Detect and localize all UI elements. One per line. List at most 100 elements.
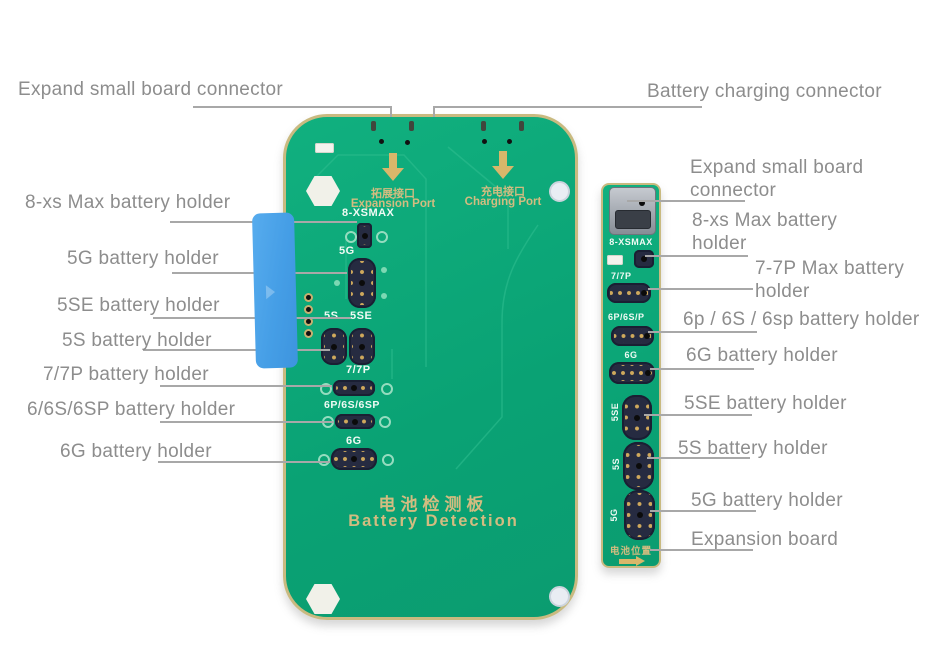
screw-hole-bottom-right xyxy=(549,586,570,607)
screw-hole-top-right xyxy=(549,181,570,202)
small-8xsmax-connector xyxy=(634,250,654,268)
smd-component xyxy=(315,143,334,153)
leader-line-5se-left xyxy=(153,317,351,319)
charging-port-label-en: Charging Port xyxy=(464,196,542,208)
main-6p6s6sp-label: 6P/6S/6SP xyxy=(324,399,380,411)
callout-77p-max-battery-holder-right: 7-7P Max battery holder xyxy=(755,258,905,302)
callout-6p6s6sp-battery-holder-right: 6p / 6S / 6sp battery holder xyxy=(683,309,920,330)
down-arrow-icon xyxy=(492,151,514,179)
edge-pad xyxy=(306,331,311,336)
callout-expand-small-board-connector-right: Expand small board connector xyxy=(690,157,864,201)
pin-dot xyxy=(405,140,410,145)
pin-dot xyxy=(379,139,384,144)
leader-line-usb-right xyxy=(627,200,745,202)
pad-ring xyxy=(320,383,332,395)
leader-line-top-left xyxy=(193,106,392,117)
usb-connector xyxy=(609,187,656,235)
main-5g-label: 5G xyxy=(339,245,355,257)
expansion-board-small: 8-XSMAX 7/7P 6P/6S/P 6G 5SE 5S 5G 电池位置 xyxy=(601,183,661,568)
main-5s-label: 5S xyxy=(324,310,339,322)
via xyxy=(381,293,387,299)
small-5s-connector xyxy=(623,442,654,490)
main-6g-connector xyxy=(331,448,377,470)
small-6p6sp-connector xyxy=(611,326,654,346)
leader-line-expansion-right xyxy=(650,549,753,551)
edge-slot xyxy=(519,121,524,131)
main-77p-label: 7/7P xyxy=(346,364,371,376)
via xyxy=(381,267,387,273)
small-5se-connector xyxy=(622,395,652,440)
callout-expansion-board-right: Expansion board xyxy=(691,529,839,550)
leader-line-5s-right xyxy=(647,457,750,459)
small-77p-connector xyxy=(607,283,651,303)
callout-5se-battery-holder-left: 5SE battery holder xyxy=(57,295,220,316)
board-title-cn: 电池检测板 xyxy=(378,495,489,514)
leader-line-8xs-right xyxy=(645,255,748,257)
callout-5se-battery-holder-right: 5SE battery holder xyxy=(684,393,847,414)
main-6g-label: 6G xyxy=(346,435,362,447)
main-5se-label: 5SE xyxy=(350,310,373,322)
leader-line-5s-left xyxy=(143,349,330,351)
small-77p-label: 7/7P xyxy=(611,271,632,281)
callout-expand-small-board-connector-top: Expand small board connector xyxy=(18,79,284,100)
main-8xsmax-label: 8-XSMAX xyxy=(342,207,395,219)
main-77p-connector xyxy=(333,380,375,396)
callout-battery-charging-connector: Battery charging connector xyxy=(647,81,882,102)
blue-card xyxy=(251,212,299,369)
small-5g-connector xyxy=(624,490,655,540)
callout-5s-battery-holder-left: 5S battery holder xyxy=(62,330,212,351)
small-8xsmax-label: 8-XSMAX xyxy=(609,237,653,247)
main-board: 拓展接口 Expansion Port 充电接口 Charging Port 8… xyxy=(283,114,578,620)
edge-pad xyxy=(306,319,311,324)
smd-component xyxy=(607,255,623,265)
callout-8xs-max-battery-holder-left: 8-xs Max battery holder xyxy=(25,192,231,213)
leader-line-6p-right xyxy=(648,331,757,333)
leader-line-6g-left xyxy=(158,461,330,463)
small-board-bottom-label-cn: 电池位置 xyxy=(609,546,652,557)
small-5g-label: 5G xyxy=(609,508,619,522)
small-6g-connector xyxy=(609,362,655,384)
leader-line-77p-right xyxy=(648,288,753,290)
main-6p6s6sp-connector xyxy=(335,414,375,429)
pad-ring xyxy=(382,454,394,466)
usb-pin-hole xyxy=(639,200,645,206)
edge-slot xyxy=(409,121,414,131)
main-8xsmax-connector xyxy=(357,223,372,248)
edge-pad xyxy=(306,307,311,312)
pin-dot xyxy=(482,139,487,144)
callout-5g-battery-holder-right: 5G battery holder xyxy=(691,490,843,511)
pad-ring xyxy=(345,231,357,243)
pad-ring xyxy=(376,231,388,243)
edge-slot xyxy=(481,121,486,131)
callout-5s-battery-holder-right: 5S battery holder xyxy=(678,438,828,459)
edge-pad xyxy=(306,295,311,300)
down-arrow-icon xyxy=(382,153,404,181)
pad-ring xyxy=(318,454,330,466)
leader-line-6g-right xyxy=(650,368,754,370)
main-5g-connector xyxy=(348,258,376,308)
leader-line-5g-right xyxy=(650,510,756,512)
leader-line-66s-left xyxy=(160,421,334,423)
small-5se-label: 5SE xyxy=(610,402,620,422)
main-5se-connector xyxy=(349,328,375,365)
callout-8xs-max-battery-holder-right: 8-xs Max battery holder xyxy=(692,210,838,254)
hex-standoff-bottom-left xyxy=(306,584,340,614)
pad-ring xyxy=(381,383,393,395)
small-6p6sp-label: 6P/6S/P xyxy=(608,312,645,322)
small-6g-label: 6G xyxy=(624,350,638,360)
callout-66s6sp-battery-holder-left: 6/6S/6SP battery holder xyxy=(27,399,236,420)
callout-5g-battery-holder-left: 5G battery holder xyxy=(67,248,219,269)
callout-77p-battery-holder-left: 7/7P battery holder xyxy=(43,364,209,385)
edge-slot xyxy=(371,121,376,131)
callout-6g-battery-holder-left: 6G battery holder xyxy=(60,441,212,462)
right-arrow-icon xyxy=(619,556,645,567)
callout-6g-battery-holder-right: 6G battery holder xyxy=(686,345,838,366)
pin-dot xyxy=(507,139,512,144)
via xyxy=(334,280,340,286)
leader-line-77p-left xyxy=(160,385,332,387)
main-5s-connector xyxy=(321,328,347,365)
leader-line-top-right xyxy=(433,106,702,117)
board-title-en: Battery Detection xyxy=(348,512,519,530)
pad-ring xyxy=(379,416,391,428)
